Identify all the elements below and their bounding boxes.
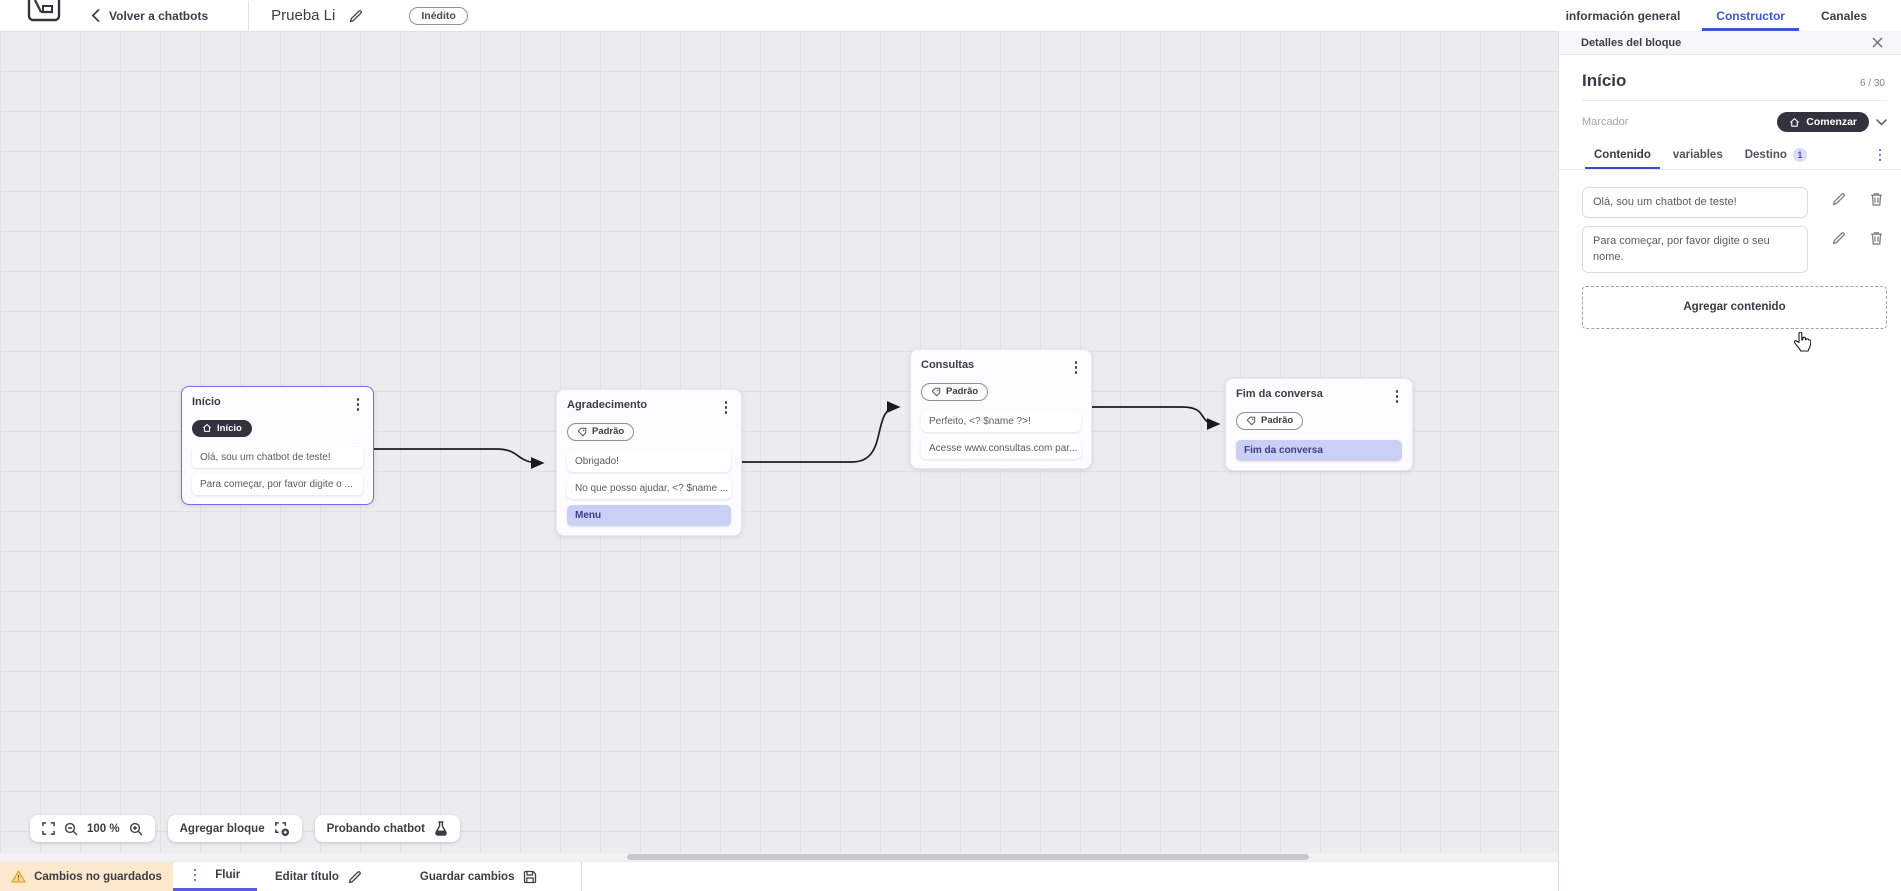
- save-icon: [524, 870, 537, 883]
- tab-variables[interactable]: variables: [1664, 141, 1732, 169]
- flow-tab-menu-icon[interactable]: [190, 867, 201, 884]
- bottombar: Cambios no guardados Fluir Editar título…: [0, 862, 1558, 891]
- block-title: Início: [1582, 71, 1627, 90]
- zoom-in-icon[interactable]: [129, 822, 143, 836]
- delete-content-icon[interactable]: [1870, 231, 1883, 245]
- panel-tabs: Contenido variables Destino 1: [1559, 141, 1901, 170]
- add-block-button[interactable]: Agregar bloque: [167, 815, 302, 842]
- edit-content-icon[interactable]: [1832, 231, 1846, 245]
- node-title: Fim da conversa: [1236, 388, 1323, 400]
- back-button[interactable]: Volver a chatbots: [91, 9, 208, 23]
- edit-flow-title-button[interactable]: Editar título: [275, 862, 362, 891]
- content-row: Olá, sou um chatbot de teste!: [1582, 187, 1887, 218]
- node-type-badge: Padrão: [567, 422, 635, 441]
- node-type-badge: Padrão: [921, 382, 989, 401]
- zoom-level: 100 %: [87, 822, 120, 835]
- app-logo: [27, 0, 61, 26]
- unsaved-changes-warning: Cambios no guardados: [0, 862, 173, 891]
- panel-divider: [1582, 100, 1887, 101]
- node-type-badge: Padrão: [1236, 411, 1304, 430]
- flow-node-consultas[interactable]: Consultas Padrão Perfeito, <? $name ?>! …: [910, 349, 1092, 469]
- marker-label: Marcador: [1582, 116, 1629, 128]
- topbar: Volver a chatbots Prueba Li Inédito info…: [0, 0, 1901, 31]
- content-row: Para começar, por favor digite o seu nom…: [1582, 225, 1887, 273]
- zoom-controls: 100 %: [30, 815, 155, 842]
- edit-content-icon[interactable]: [1832, 192, 1846, 206]
- marker-value-button[interactable]: Comenzar: [1777, 112, 1869, 132]
- flow-node-agradecimento[interactable]: Agradecimento Padrão Obrigado! No que po…: [556, 389, 742, 536]
- tab-contenido[interactable]: Contenido: [1585, 141, 1660, 169]
- node-start-badge: Início: [192, 419, 252, 437]
- node-menu-icon[interactable]: [1071, 359, 1082, 376]
- flow-canvas[interactable]: Início Início Olá, sou um chatbot de tes…: [0, 31, 1558, 862]
- char-counter: 6 / 30: [1859, 78, 1885, 89]
- node-message-card[interactable]: Olá, sou um chatbot de teste!: [192, 447, 363, 468]
- block-details-panel: Detalles del bloque Início 6 / 30 Marcad…: [1558, 31, 1901, 891]
- home-icon: [1790, 117, 1800, 127]
- node-title: Agradecimento: [567, 399, 648, 411]
- zoom-out-icon[interactable]: [64, 822, 78, 836]
- delete-content-icon[interactable]: [1870, 192, 1883, 206]
- node-end-card[interactable]: Fim da conversa: [1236, 439, 1402, 461]
- node-title: Consultas: [921, 359, 975, 371]
- node-message-card[interactable]: Obrigado!: [567, 450, 731, 472]
- node-message-card[interactable]: No que posso ajudar, <? $name ...: [567, 477, 731, 499]
- panel-menu-icon[interactable]: [1875, 147, 1886, 164]
- tag-icon: [1246, 416, 1256, 425]
- node-message-card[interactable]: Acesse www.consultas.com par...: [921, 437, 1081, 459]
- save-changes-button[interactable]: Guardar cambios: [420, 862, 538, 891]
- canvas-controls: 100 % Agregar bloque Probando chatbot: [30, 815, 460, 842]
- flask-icon: [435, 821, 447, 836]
- node-menu-icon[interactable]: [353, 396, 364, 413]
- add-content-button[interactable]: Agregar contenido: [1582, 285, 1887, 329]
- horizontal-scrollbar[interactable]: [0, 853, 1558, 861]
- connection-wires: [374, 401, 1221, 469]
- chevron-left-icon: [91, 9, 100, 22]
- pencil-icon: [348, 870, 361, 883]
- node-menu-icon[interactable]: [721, 399, 732, 416]
- warning-icon: [11, 870, 26, 883]
- tag-icon: [577, 427, 587, 436]
- panel-header-title: Detalles del bloque: [1581, 36, 1682, 49]
- node-menu-card[interactable]: Menu: [567, 504, 731, 526]
- back-label: Volver a chatbots: [109, 8, 209, 23]
- tab-informacion-general[interactable]: información general: [1552, 0, 1695, 31]
- home-icon: [202, 424, 212, 432]
- tab-canales[interactable]: Canales: [1807, 0, 1881, 31]
- node-title: Início: [192, 396, 221, 408]
- chevron-down-icon[interactable]: [1876, 118, 1887, 126]
- main-tabs: información general Constructor Canales: [1552, 0, 1881, 31]
- bottombar-divider: [581, 862, 583, 891]
- node-menu-icon[interactable]: [1392, 388, 1403, 405]
- page-title: Prueba Li: [271, 7, 336, 24]
- node-message-card[interactable]: Perfeito, <? $name ?>!: [921, 410, 1081, 432]
- topbar-divider: [248, 0, 250, 31]
- content-text-card[interactable]: Olá, sou um chatbot de teste!: [1582, 187, 1808, 218]
- content-text-card[interactable]: Para começar, por favor digite o seu nom…: [1582, 225, 1808, 273]
- node-message-card[interactable]: Para começar, por favor digite o ...: [192, 474, 363, 495]
- tag-icon: [931, 387, 941, 396]
- add-block-icon: [274, 822, 289, 836]
- fullscreen-icon[interactable]: [42, 822, 55, 835]
- flow-node-fim-da-conversa[interactable]: Fim da conversa Padrão Fim da conversa: [1225, 378, 1413, 471]
- status-badge: Inédito: [409, 6, 468, 25]
- content-list: Olá, sou um chatbot de teste! Para começ…: [1559, 170, 1901, 273]
- close-icon[interactable]: [1870, 35, 1885, 50]
- tab-destino[interactable]: Destino 1: [1736, 141, 1816, 169]
- tab-fluir[interactable]: Fluir: [173, 862, 257, 891]
- flow-node-inicio[interactable]: Início Início Olá, sou um chatbot de tes…: [181, 386, 374, 505]
- destino-count-badge: 1: [1792, 148, 1807, 162]
- edit-title-icon[interactable]: [349, 9, 363, 23]
- scrollbar-thumb[interactable]: [627, 854, 1309, 860]
- tab-constructor[interactable]: Constructor: [1702, 0, 1799, 31]
- test-chatbot-button[interactable]: Probando chatbot: [314, 815, 460, 842]
